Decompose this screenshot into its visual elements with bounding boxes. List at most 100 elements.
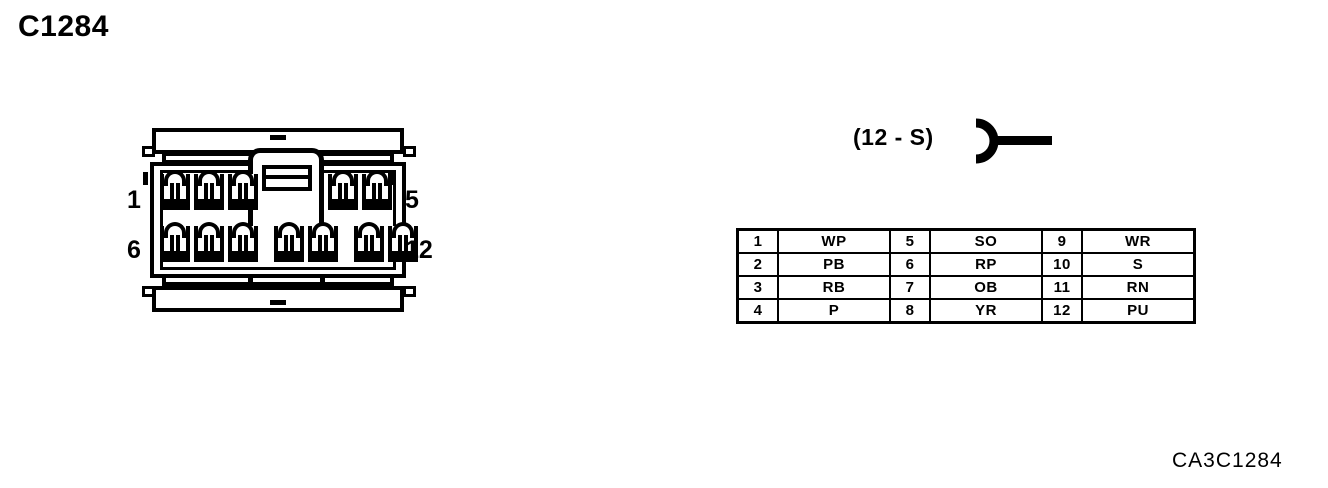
pin-index-label-top-left: 1 <box>127 186 141 214</box>
pin-index-label-top-right: 5 <box>405 186 419 214</box>
cavity-pin-1 <box>160 168 190 212</box>
cavity-pin-11 <box>354 220 384 264</box>
cavity-group-top-right <box>328 168 396 212</box>
cavity-group-top-left <box>160 168 262 212</box>
cavity-group-bottom-right <box>354 220 422 264</box>
pin-value-cell: P <box>777 298 891 324</box>
pin-table-body: 1 WP 5 SO 9 WR 2 PB 6 RP 10 S 3 RB 7 OB … <box>736 228 1196 324</box>
cavity-head <box>278 222 300 238</box>
cavity-base <box>232 251 254 259</box>
cavity-group-bottom-middle <box>274 220 342 264</box>
cavity-stem <box>398 235 408 252</box>
pin-number-cell: 5 <box>889 228 931 254</box>
table-row: 4 P 8 YR 12 PU <box>736 298 1196 324</box>
cavity-group-bottom-left <box>160 220 262 264</box>
pin-number-cell: 10 <box>1041 252 1083 277</box>
flange-ear-top-right <box>403 146 416 157</box>
pin-number-cell: 3 <box>736 275 779 300</box>
pin-number-cell: 11 <box>1041 275 1083 300</box>
pin-number-cell: 7 <box>889 275 931 300</box>
terminal-fork-symbol <box>975 118 1052 164</box>
page-title: C1284 <box>18 10 109 43</box>
pin-number-cell: 1 <box>736 228 779 254</box>
cavity-pin-4 <box>328 168 358 212</box>
cavity-pin-12 <box>388 220 418 264</box>
pin-assignment-table: 1 WP 5 SO 9 WR 2 PB 6 RP 10 S 3 RB 7 OB … <box>736 228 1196 324</box>
cavity-head <box>312 222 334 238</box>
cavity-head <box>164 170 186 186</box>
cavity-stem <box>204 183 214 200</box>
cavity-pin-6 <box>160 220 190 264</box>
cavity-base <box>312 251 334 259</box>
pin-value-cell: RP <box>929 252 1043 277</box>
pin-value-cell: WR <box>1081 228 1196 254</box>
pin-index-label-bottom-left: 6 <box>127 236 141 264</box>
pin-number-cell: 8 <box>889 298 931 324</box>
pin-value-cell: S <box>1081 252 1196 277</box>
pin-value-cell: RN <box>1081 275 1196 300</box>
cavity-base <box>358 251 380 259</box>
cavity-base <box>164 251 186 259</box>
pin-value-cell: WP <box>777 228 891 254</box>
latch-cross-bar <box>262 175 312 179</box>
cavity-base <box>198 251 220 259</box>
cavity-stem <box>372 183 382 200</box>
cavity-pin-2 <box>194 168 224 212</box>
pin-number-cell: 9 <box>1041 228 1083 254</box>
cavity-head <box>164 222 186 238</box>
cavity-row-bottom <box>160 220 418 266</box>
cavity-stem <box>318 235 328 252</box>
cavity-head <box>366 170 388 186</box>
table-row: 1 WP 5 SO 9 WR <box>736 228 1196 254</box>
terminal-note-label: (12 - S) <box>853 124 934 150</box>
cavity-head <box>198 222 220 238</box>
cavity-stem <box>238 183 248 200</box>
cavity-base <box>366 199 388 207</box>
cavity-stem <box>170 183 180 200</box>
cavity-pin-10 <box>308 220 338 264</box>
cavity-stem <box>364 235 374 252</box>
cavity-base <box>332 199 354 207</box>
pin-number-cell: 4 <box>736 298 779 324</box>
cavity-stem <box>338 183 348 200</box>
flange-ear-top-left <box>142 146 155 157</box>
pin-value-cell: OB <box>929 275 1043 300</box>
cavity-stem <box>170 235 180 252</box>
pin-number-cell: 12 <box>1041 298 1083 324</box>
pin-value-cell: YR <box>929 298 1043 324</box>
cavity-pin-5 <box>362 168 392 212</box>
pin-value-cell: SO <box>929 228 1043 254</box>
connector-bottom-flange <box>152 286 404 312</box>
cavity-base <box>392 251 414 259</box>
cavity-pin-8 <box>228 220 258 264</box>
cavity-head <box>358 222 380 238</box>
top-flange-nub <box>270 135 286 140</box>
bottom-flange-nub <box>270 300 286 305</box>
cavity-stem <box>284 235 294 252</box>
cavity-pin-9 <box>274 220 304 264</box>
cavity-base <box>198 199 220 207</box>
connector-bottom-shoulder <box>162 274 394 286</box>
pin-value-cell: PB <box>777 252 891 277</box>
cavity-head <box>232 222 254 238</box>
flange-ear-bottom-right <box>403 286 416 297</box>
cavity-pin-7 <box>194 220 224 264</box>
table-row: 2 PB 6 RP 10 S <box>736 252 1196 277</box>
cavity-stem <box>238 235 248 252</box>
pin-number-cell: 2 <box>736 252 779 277</box>
pin-value-cell: PU <box>1081 298 1196 324</box>
cavity-head <box>392 222 414 238</box>
connector-diagram <box>130 120 460 330</box>
cavity-base <box>164 199 186 207</box>
cavity-pin-3 <box>228 168 258 212</box>
reference-code: CA3C1284 <box>1172 449 1283 472</box>
cavity-stem <box>204 235 214 252</box>
pin-number-cell: 6 <box>889 252 931 277</box>
cavity-head <box>332 170 354 186</box>
cavity-head <box>232 170 254 186</box>
pin-value-cell: RB <box>777 275 891 300</box>
cavity-row-top <box>160 168 396 214</box>
cavity-base <box>232 199 254 207</box>
cavity-head <box>198 170 220 186</box>
side-notch-left <box>143 172 148 185</box>
